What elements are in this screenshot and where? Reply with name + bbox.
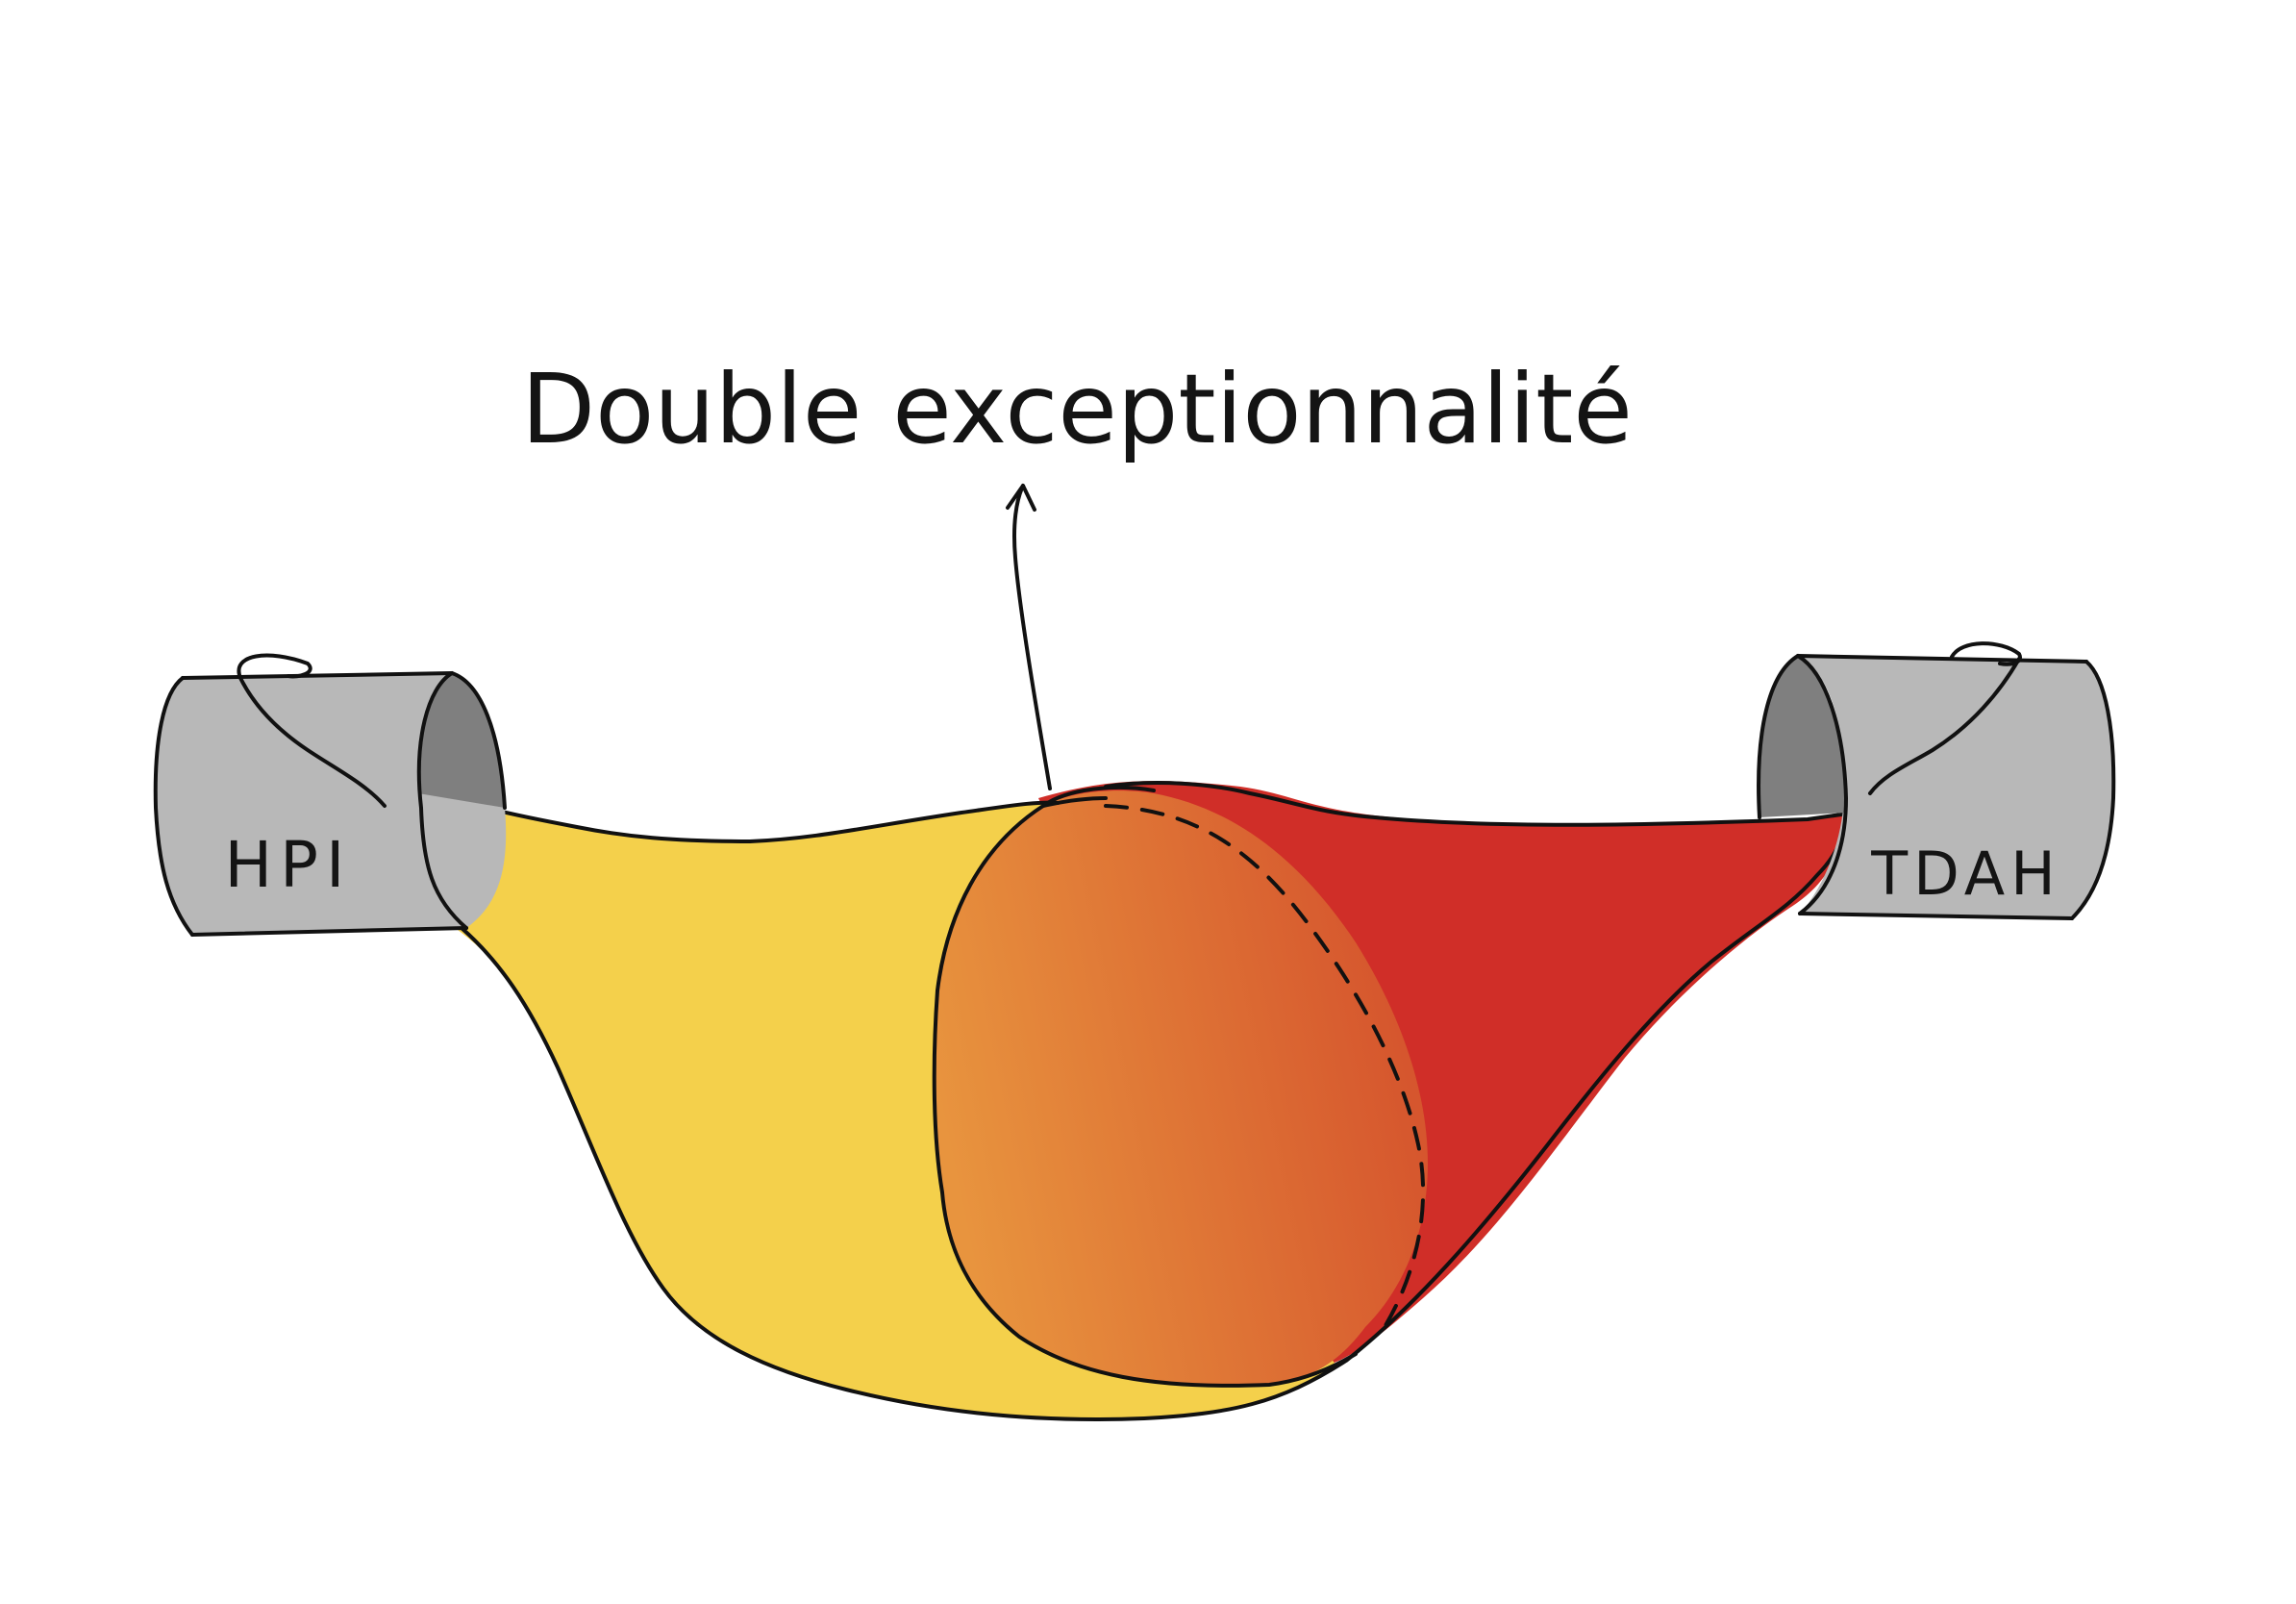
tdah-tube-loop [1868, 641, 2022, 795]
overlap-outline [932, 796, 1358, 1388]
overlap-top-arc [1041, 786, 1156, 808]
overlap-region [934, 790, 1428, 1386]
tdah-label: TDAH [1870, 839, 2061, 909]
diagram-title: Double exceptionnalité [521, 353, 1633, 465]
hpi-tube-loop [237, 653, 387, 808]
fabric-top-edge-left [421, 787, 1060, 843]
fabric-bottom-edge [460, 812, 1850, 1421]
hpi-label: HPI [225, 828, 353, 902]
tdah-tube: TDAH [1757, 641, 2116, 920]
pointer-arrow [1006, 484, 1052, 790]
overlap-dashed-edge [1104, 804, 1426, 1329]
hpi-tube: HPI [153, 653, 507, 937]
fabric-top-edge-right [1104, 781, 1850, 827]
